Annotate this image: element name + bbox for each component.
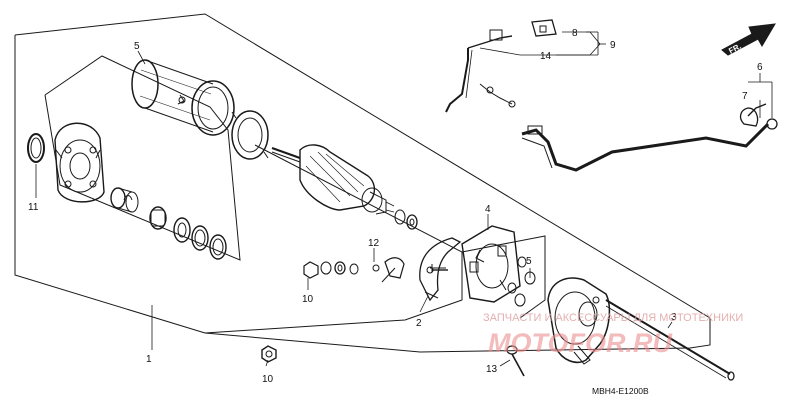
rear-cover xyxy=(547,277,611,365)
callout-14: 14 xyxy=(540,51,552,62)
callout-9-bracket xyxy=(556,31,773,118)
brush-ring xyxy=(231,110,269,160)
forward-direction-arrow xyxy=(721,23,776,56)
callout-12: 12 xyxy=(368,238,380,249)
watermark-brand: MOTOFOR.RU xyxy=(488,328,673,358)
callout-5-yoke: 5 xyxy=(134,41,140,52)
callout-13: 13 xyxy=(486,364,498,375)
callout-6: 6 xyxy=(757,62,763,73)
front-cover xyxy=(27,122,105,203)
ground-cable xyxy=(521,103,778,172)
callout-1: 1 xyxy=(146,354,152,365)
watermark-caption: ЗАПЧАСТИ И АКСЕССУАРЫ ДЛЯ МОТОТЕХНИКИ xyxy=(483,312,743,324)
diagram-code: MBH4-E1200B xyxy=(592,386,649,396)
brush-holder-plate xyxy=(461,225,536,307)
bearing-and-washers xyxy=(110,187,227,260)
starter-cable-harness xyxy=(445,19,557,113)
callout-labels: 5 11 1 10 10 12 2 4 5 3 13 6 7 8 9 14 xyxy=(28,28,763,385)
callout-11: 11 xyxy=(28,202,39,213)
thrust-washers xyxy=(394,209,418,230)
callout-10-upper: 10 xyxy=(302,294,314,305)
brush-clip-screw xyxy=(426,266,448,274)
mounting-screw xyxy=(506,345,525,377)
assembly-frame-outline xyxy=(14,13,711,353)
armature xyxy=(271,144,395,215)
terminal-hardware-stack xyxy=(261,261,359,363)
callout-4: 4 xyxy=(485,204,491,215)
callout-2: 2 xyxy=(416,318,422,329)
starter-yoke-housing xyxy=(131,59,235,136)
callout-7: 7 xyxy=(742,91,748,102)
callout-3: 3 xyxy=(671,312,677,323)
callout-9: 9 xyxy=(610,40,616,51)
through-bolt xyxy=(605,299,735,381)
callout-5-rear: 5 xyxy=(526,256,532,267)
callout-10-lower: 10 xyxy=(262,374,274,385)
brush-spring-clip xyxy=(419,237,462,302)
callout-8: 8 xyxy=(572,28,578,39)
